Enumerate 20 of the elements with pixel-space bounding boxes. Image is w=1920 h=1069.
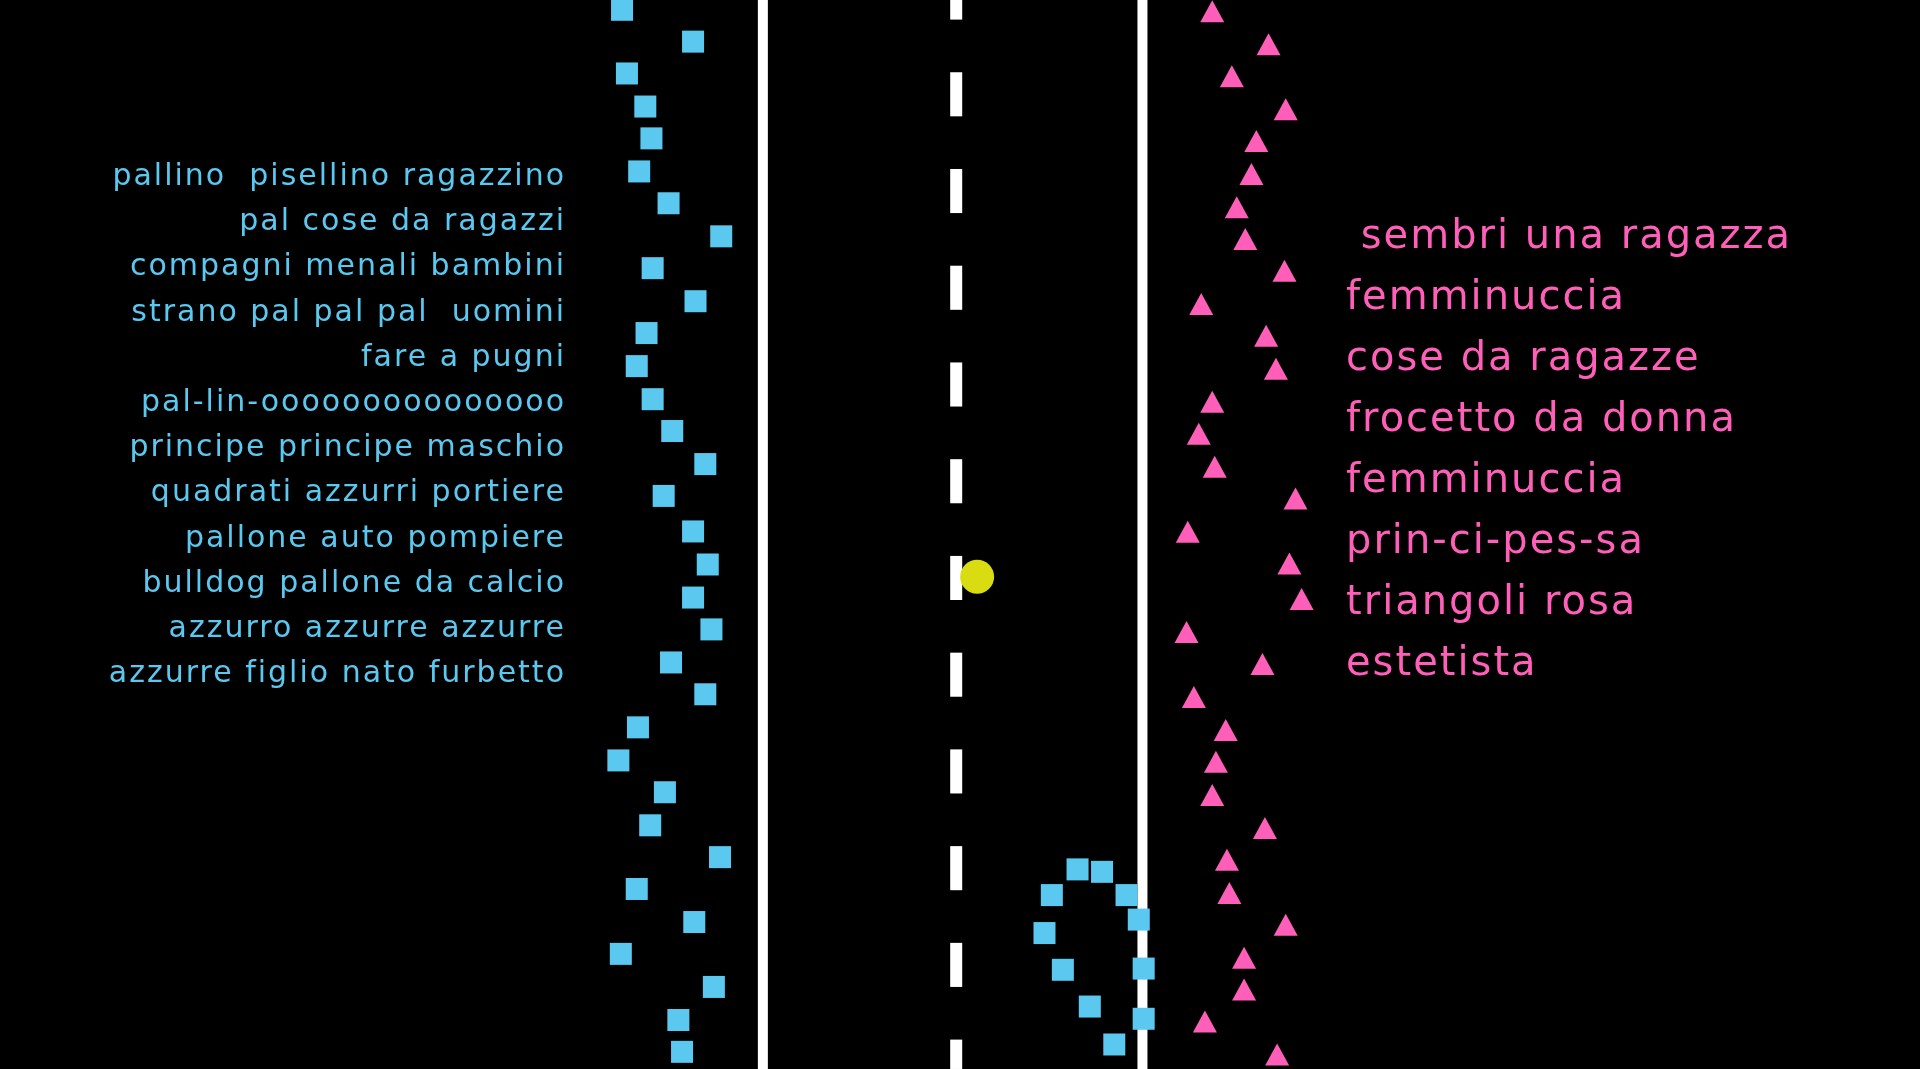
poem-line: quadrati azzurri portiere [150, 474, 566, 508]
poem-line: estetista [1346, 639, 1538, 683]
poem-line: femminuccia [1346, 456, 1627, 500]
poem-line: compagni menali bambini [129, 248, 566, 282]
poem-line: frocetto da donna [1346, 395, 1737, 439]
poem-line: pal cose da ragazzi [239, 203, 566, 237]
poem-line: bulldog pallone da calcio [142, 564, 566, 598]
poem-line: sembri una ragazza [1359, 212, 1793, 256]
poem-line: triangoli rosa [1346, 578, 1638, 622]
poem-line: pal-lin-ooooooooooooooo [141, 384, 566, 417]
poem-line: pallone auto pompiere [184, 519, 566, 553]
poem-line: principe principe maschio [129, 429, 566, 463]
poem-line: cose da ragazze [1346, 334, 1701, 378]
poem-line: femminuccia [1346, 273, 1627, 317]
poem-line: prin-ci-pes-sa [1346, 517, 1645, 561]
poem-line: azzurro azzurre azzurre [168, 610, 566, 643]
poem-line: pallino pisellino ragazzino [112, 158, 566, 191]
poem-line: fare a pugni [361, 338, 566, 372]
poem-line: azzurre figlio nato furbetto [108, 655, 566, 689]
poem-line: strano pal pal pal uomini [131, 293, 566, 327]
